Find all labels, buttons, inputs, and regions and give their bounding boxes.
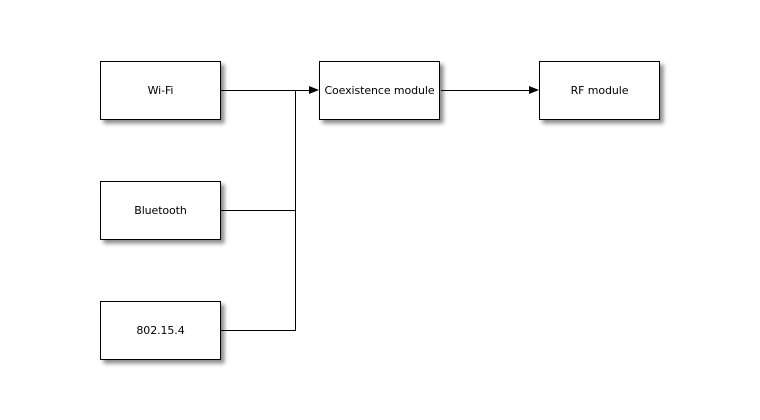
arrowhead-into-rf-icon [529,85,539,94]
node-coexistence-module-label: Coexistence module [324,84,435,97]
edge-coexistence-to-rf [441,89,530,91]
node-wifi-label: Wi-Fi [147,84,174,97]
node-rf-module-label: RF module [570,84,629,97]
edge-802-15-4-to-branch [221,329,297,331]
node-rf-module: RF module [539,61,660,120]
arrowhead-into-coexistence-icon [309,85,319,94]
node-wifi: Wi-Fi [100,61,221,120]
node-coexistence-module: Coexistence module [319,61,440,120]
edge-wifi-to-coexistence [221,89,310,91]
node-802-15-4: 802.15.4 [100,301,221,360]
edge-bluetooth-to-branch [221,209,297,211]
node-802-15-4-label: 802.15.4 [136,324,185,337]
node-bluetooth: Bluetooth [100,181,221,240]
node-bluetooth-label: Bluetooth [134,204,187,217]
